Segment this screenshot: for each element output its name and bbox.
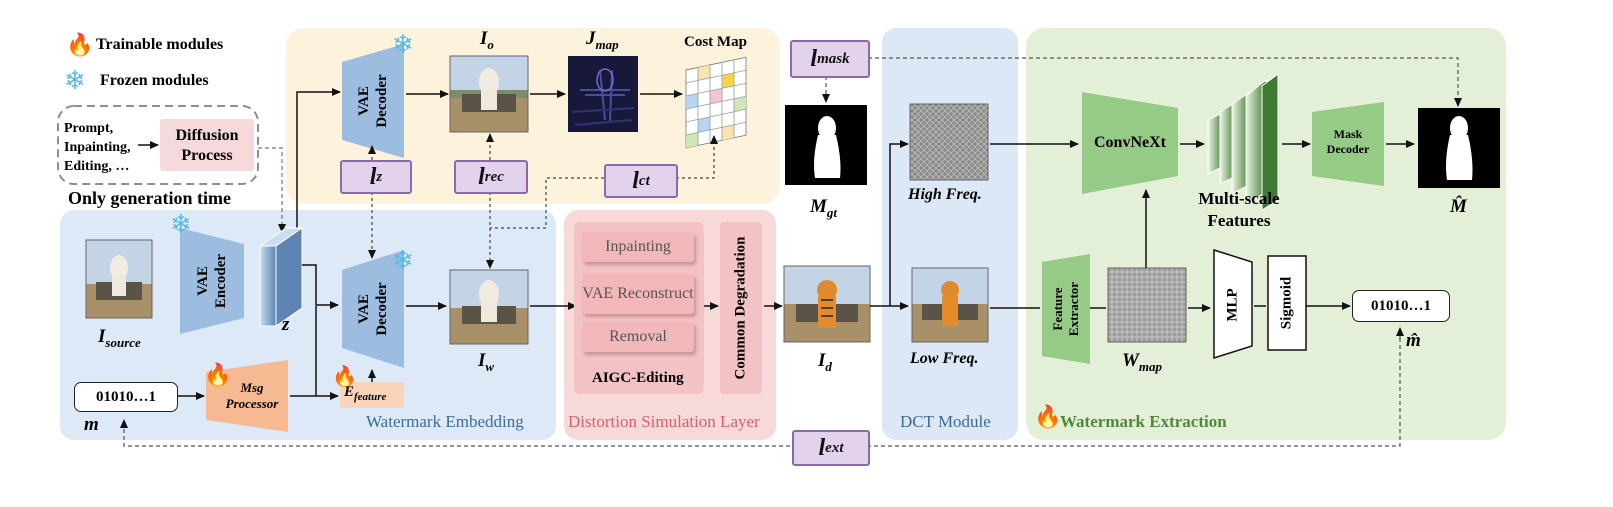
source-label: Isource xyxy=(98,326,141,350)
sigmoid-block xyxy=(1267,255,1307,351)
msg-processor-label: Msg Processor xyxy=(225,380,279,411)
legend-trainable-label: Trainable modules xyxy=(96,36,224,53)
fire-icon: 🔥 xyxy=(1034,404,1062,429)
high-freq-image xyxy=(909,103,989,181)
vae-decoder-top xyxy=(342,44,404,158)
iw-image xyxy=(449,269,529,345)
inpainting-item: Inpainting xyxy=(582,232,694,262)
z-label: z xyxy=(282,314,290,335)
m-label: m xyxy=(84,414,99,435)
low-freq-label: Low Freq. xyxy=(910,350,979,367)
io-label: Io xyxy=(480,28,494,52)
mask-decoder-block xyxy=(1312,102,1384,186)
only-generation-label: Only generation time xyxy=(68,188,231,208)
mgt-mask-image xyxy=(785,105,867,185)
vae-decoder-bottom-label: VAE Decoder xyxy=(356,282,390,336)
z-latent xyxy=(258,227,304,327)
distortion-title: Distortion Simulation Layer xyxy=(568,412,760,431)
diffusion-process-label: Diffusion Process xyxy=(175,127,239,164)
vae-reconstruct-item: VAE Reconstruct xyxy=(582,274,694,314)
snowflake-icon: ❄ xyxy=(392,246,414,275)
snowflake-icon: ❄ xyxy=(64,66,86,95)
watermark-embedding-title: Watermark Embedding xyxy=(366,412,524,431)
msg-processor xyxy=(206,360,288,432)
wmap-image xyxy=(1107,267,1187,343)
convnext-label: ConvNeXt xyxy=(1094,134,1166,151)
multiscale-features xyxy=(1207,73,1279,211)
wmap-label: Wmap xyxy=(1122,350,1163,374)
e-feature-label: Efeature xyxy=(344,384,387,403)
jmap-image xyxy=(568,56,638,132)
dct-title: DCT Module xyxy=(900,412,991,431)
e-feature-box xyxy=(340,382,404,408)
dct-panel xyxy=(882,28,1018,440)
jmap-label: Jmap xyxy=(586,28,619,52)
multiscale-label: Multi-scale Features xyxy=(1198,189,1280,230)
mlp-block xyxy=(1213,248,1253,360)
source-image xyxy=(85,239,153,319)
sigmoid-label: Sigmoid xyxy=(1278,276,1295,330)
common-degradation-label: Common Degradation xyxy=(732,236,749,380)
removal-item: Removal xyxy=(582,322,694,352)
mlp-label: MLP xyxy=(1224,288,1241,322)
common-degradation-box xyxy=(720,222,762,394)
vae-encoder-label: VAE Encoder xyxy=(195,253,229,309)
diffusion-process-box xyxy=(160,119,254,171)
aigc-editing-label: AIGC-Editing xyxy=(592,370,684,386)
message-bits-input[interactable]: 01010…1 xyxy=(74,382,178,412)
legend-frozen-label: Frozen modules xyxy=(100,72,209,89)
low-freq-image xyxy=(911,267,989,343)
iw-label: Iw xyxy=(478,350,495,374)
mgt-label: Mgt xyxy=(810,196,838,220)
mask-decoder-label: Mask Decoder xyxy=(1326,127,1370,156)
generation-inputs-label: Prompt, Inpainting, Editing, … xyxy=(64,121,131,174)
fire-icon: 🔥 xyxy=(332,366,357,388)
high-freq-label: High Freq. xyxy=(908,186,982,203)
vae-decoder-bottom xyxy=(342,250,404,368)
id-label: Id xyxy=(818,350,832,374)
extracted-bits-output: 01010…1 xyxy=(1352,290,1450,322)
fire-icon: 🔥 xyxy=(66,32,94,57)
snowflake-icon: ❄ xyxy=(170,210,192,239)
cost-map-grid xyxy=(685,56,747,149)
feature-extractor-block xyxy=(1042,254,1090,364)
feature-extractor-label: Feature Extractor xyxy=(1050,281,1081,337)
cost-map-label: Cost Map xyxy=(684,34,747,50)
mhat-small-label: m̂ xyxy=(1406,330,1421,351)
vae-decoder-top-label: VAE Decoder xyxy=(356,74,390,128)
id-image xyxy=(783,265,871,343)
mhat-mask-image xyxy=(1418,108,1500,188)
convnext-block xyxy=(1082,92,1178,194)
vae-encoder xyxy=(180,228,244,334)
io-image xyxy=(449,55,529,133)
extraction-title: Watermark Extraction xyxy=(1060,412,1227,431)
snowflake-icon: ❄ xyxy=(392,30,414,59)
fire-icon: 🔥 xyxy=(204,362,232,387)
mhat-label: M̂ xyxy=(1450,196,1467,217)
